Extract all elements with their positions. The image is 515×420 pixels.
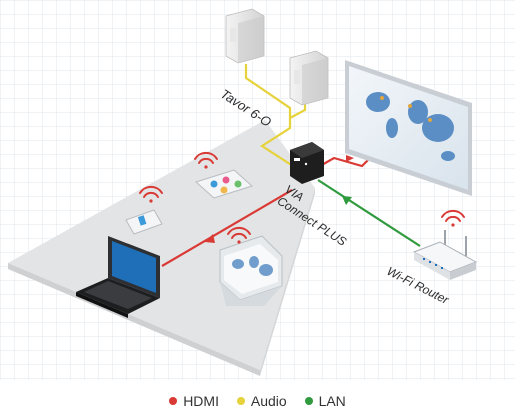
laptop-secondary xyxy=(219,235,283,306)
wifi-icon-router xyxy=(441,210,465,227)
legend-dot-audio xyxy=(236,397,245,405)
phone-device xyxy=(125,209,163,235)
legend-label-hdmi: HDMI xyxy=(183,393,219,409)
via-connect-plus-device xyxy=(290,142,324,184)
legend-item-audio: Audio xyxy=(236,393,287,409)
lan-cable xyxy=(317,179,421,247)
wifi-icon-phone xyxy=(139,186,163,203)
legend-dot-lan xyxy=(304,397,313,405)
legend-dot-hdmi xyxy=(169,397,178,405)
wifi-router-device xyxy=(412,230,478,280)
world-map xyxy=(366,92,455,161)
wifi-icon-tablet xyxy=(194,152,218,169)
wall-display xyxy=(345,60,472,196)
legend: HDMI Audio LAN xyxy=(0,393,515,409)
legend-label-lan: LAN xyxy=(318,393,346,409)
tablet-device xyxy=(195,169,253,199)
speaker-right xyxy=(289,50,329,106)
hdmi-cable-laptop xyxy=(161,189,293,267)
wifi-icon-laptop xyxy=(227,227,251,244)
speaker-left xyxy=(225,8,265,64)
legend-item-lan: LAN xyxy=(304,393,346,409)
laptop-main xyxy=(76,236,160,318)
legend-label-audio: Audio xyxy=(250,393,287,409)
legend-item-hdmi: HDMI xyxy=(169,393,219,409)
